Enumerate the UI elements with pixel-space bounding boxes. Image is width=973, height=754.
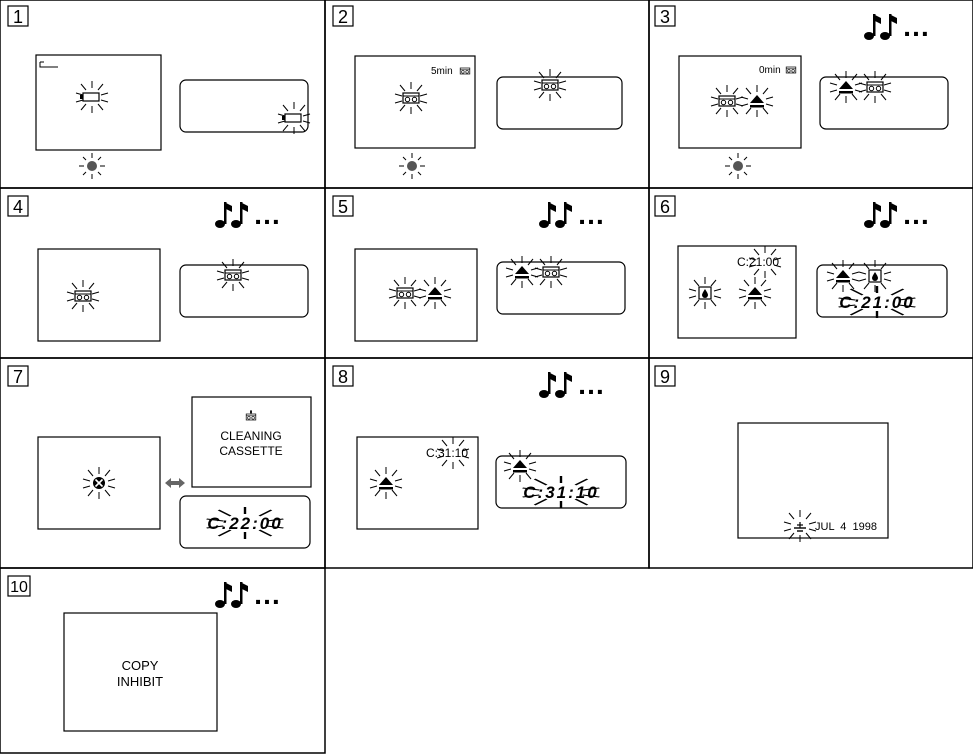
- panel-number-box: [332, 5, 354, 27]
- beep-notes-icon: [864, 202, 897, 228]
- viewfinder-screen: [678, 55, 802, 149]
- remaining-tape-readout: 5min: [431, 66, 453, 77]
- viewfinder-screen: [356, 436, 479, 530]
- beep-notes-icon: [215, 202, 248, 228]
- beep-dots: …: [577, 369, 605, 400]
- panel-number-box: [654, 365, 676, 387]
- viewfinder-screen: [63, 612, 218, 732]
- lcd-panel: [179, 495, 311, 549]
- remaining-tape-readout: 0min: [759, 65, 781, 76]
- lcd-panel: [496, 76, 623, 130]
- viewfinder-screen: [35, 54, 162, 151]
- lcd-time-readout: C:31:10: [523, 483, 598, 502]
- panel-number-box: [654, 5, 676, 27]
- panel-number: 9: [660, 367, 670, 387]
- panel-number: 10: [10, 579, 28, 596]
- beep-notes-icon: [539, 202, 572, 228]
- lamp-icon: [724, 152, 752, 180]
- beep-dots: …: [253, 199, 281, 230]
- panel-number-box: [332, 365, 354, 387]
- beep-dots: …: [577, 199, 605, 230]
- panel-number: 6: [660, 197, 670, 217]
- cassette-icon: [459, 67, 471, 75]
- panel-3: 3 … 0min: [648, 0, 973, 189]
- panel-number: 3: [660, 7, 670, 27]
- panel-9: 9 JUL 4 1998: [648, 357, 973, 569]
- panel-number: 2: [338, 7, 348, 27]
- beep-notes-icon: [539, 372, 572, 398]
- viewfinder-screen: [677, 245, 797, 339]
- panel-6: 6 … C:21:00 C:21:00: [648, 187, 973, 359]
- beep-notes-icon: [864, 14, 897, 40]
- cleaning-time-readout: C:21:00: [737, 255, 779, 269]
- panel-10: 10 … COPY INHIBIT: [0, 567, 326, 754]
- date-readout: JUL 4 1998: [815, 521, 877, 533]
- lamp-icon: [78, 152, 106, 180]
- lcd-panel: [179, 79, 309, 133]
- cleaning-cassette-icon: [245, 410, 257, 421]
- panel-number-box: [332, 195, 354, 217]
- panel-2: 2 5min: [324, 0, 650, 189]
- viewfinder-screen: [354, 248, 478, 342]
- beep-dots: …: [902, 11, 930, 42]
- panel-number-box: [7, 195, 29, 217]
- panel-1: 1: [0, 0, 326, 189]
- panel-number-box: [7, 5, 29, 27]
- message-line-1: CLEANING: [220, 429, 281, 443]
- panel-number: 5: [338, 197, 348, 217]
- panel-number-box: [7, 575, 31, 597]
- panel-number-box: [654, 195, 676, 217]
- lcd-time-readout: C:22:00: [207, 514, 282, 533]
- panel-7: 7 CLEANING CASSETTE C:22:00: [0, 357, 326, 569]
- lamp-icon: [398, 152, 426, 180]
- viewfinder-screen: [737, 422, 889, 539]
- lcd-panel: [179, 264, 309, 318]
- panel-number: 4: [13, 197, 23, 217]
- beep-notes-icon: [215, 582, 248, 608]
- lithium-battery-icon: [783, 509, 817, 543]
- beep-dots: …: [253, 579, 281, 610]
- panel-number: 8: [338, 367, 348, 387]
- panel-number: 7: [13, 367, 23, 387]
- viewfinder-screen: [37, 248, 161, 342]
- message-line-2: INHIBIT: [117, 674, 163, 689]
- message-line-1: COPY: [122, 658, 159, 673]
- cleaning-time-readout: C:31:10: [426, 446, 468, 460]
- beep-dots: …: [902, 199, 930, 230]
- lcd-time-readout: C:21:00: [839, 293, 914, 312]
- warning-x-icon: [82, 466, 116, 500]
- panel-4: 4 …: [0, 187, 326, 359]
- cassette-icon: [785, 66, 797, 74]
- lcd-panel: [496, 261, 626, 315]
- panel-number-box: [7, 365, 29, 387]
- panel-5: 5 …: [324, 187, 650, 359]
- panel-number: 1: [13, 7, 23, 27]
- panel-8: 8 … C:31:10 C:31:10: [324, 357, 650, 569]
- alternating-arrow-icon: [165, 478, 185, 488]
- message-line-2: CASSETTE: [219, 444, 282, 458]
